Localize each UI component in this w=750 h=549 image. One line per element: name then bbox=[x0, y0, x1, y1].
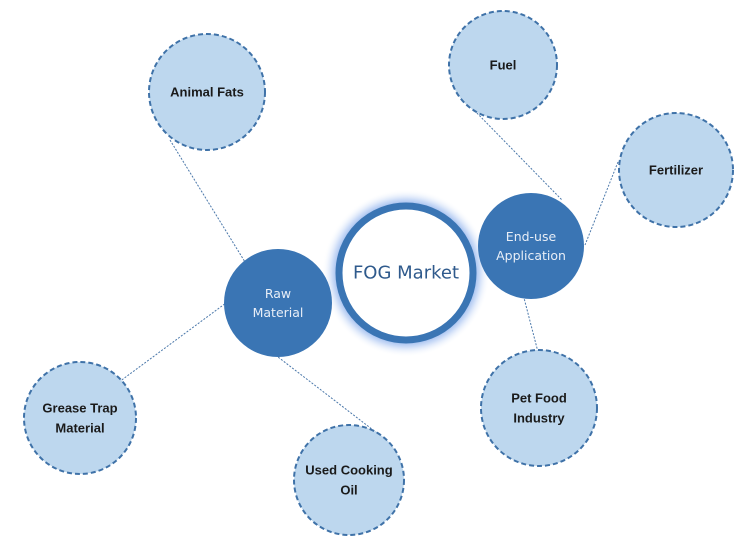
leaf-label: Oil bbox=[340, 483, 357, 498]
connector-fertilizer bbox=[584, 161, 619, 246]
connector-used-cooking-oil bbox=[277, 356, 378, 434]
hub-label: End-use bbox=[506, 229, 557, 244]
leaf-node-fertilizer[interactable]: Fertilizer bbox=[618, 112, 734, 228]
leaf-node-fuel[interactable]: Fuel bbox=[448, 10, 558, 120]
leaf-circle bbox=[23, 361, 137, 475]
leaf-label: Pet Food bbox=[511, 391, 567, 406]
leaf-circle bbox=[480, 349, 598, 467]
leaf-label: Used Cooking bbox=[305, 463, 392, 478]
center-ring bbox=[335, 202, 477, 344]
hub-circle bbox=[224, 249, 332, 357]
leaf-label: Fertilizer bbox=[649, 163, 703, 178]
connector-animal-fats bbox=[169, 139, 246, 263]
leaf-label: Grease Trap bbox=[42, 401, 117, 416]
leaf-label: Material bbox=[55, 421, 104, 436]
hub-circle bbox=[478, 193, 584, 299]
hub-label: Material bbox=[253, 305, 304, 320]
center-label: FOG Market bbox=[353, 263, 459, 284]
center-node-fog-market[interactable]: FOG Market bbox=[322, 189, 490, 357]
connector-grease-trap-material bbox=[118, 302, 227, 383]
leaf-node-animal-fats[interactable]: Animal Fats bbox=[148, 33, 266, 151]
hub-label: Raw bbox=[265, 286, 291, 301]
connectors bbox=[118, 107, 619, 434]
hub-label: Application bbox=[496, 248, 566, 263]
leaf-label: Animal Fats bbox=[170, 85, 244, 100]
connector-pet-food-industry bbox=[523, 297, 539, 353]
leaf-circle bbox=[148, 33, 266, 151]
leaf-label: Industry bbox=[513, 411, 565, 426]
leaf-circle bbox=[618, 112, 734, 228]
center-node-group: FOG Market bbox=[322, 189, 490, 357]
leaf-circle bbox=[448, 10, 558, 120]
leaf-circle bbox=[293, 424, 405, 536]
connector-fuel bbox=[471, 107, 563, 201]
leaf-label: Fuel bbox=[490, 58, 517, 73]
